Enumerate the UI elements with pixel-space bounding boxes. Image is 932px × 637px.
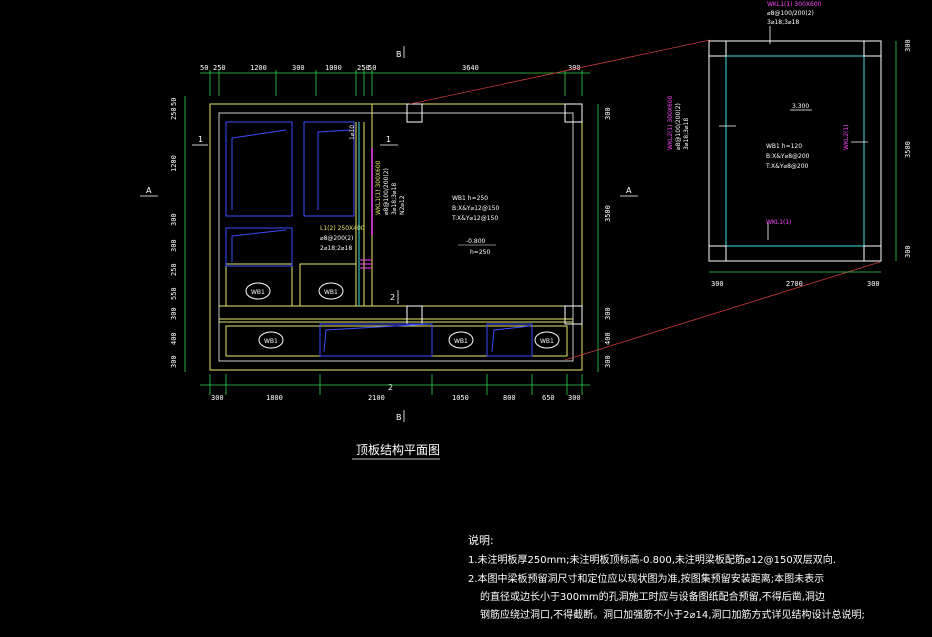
section-mark-2-mid: 2 — [390, 293, 395, 302]
note-4: 钢筋应绕过洞口,不得截断。洞口加强筋不小于2⌀14,洞口加筋方式详见结构设计总说… — [480, 610, 865, 621]
dim-bottom: 1800 — [266, 394, 283, 402]
detail-top-beam-stirrup: ⌀8@100/200(2) — [767, 10, 814, 17]
note-3: 的直径或边长小于300mm的孔洞施工时应与设备图纸配合预留,不得后凿,洞边 — [480, 592, 825, 603]
detail-top-beam-label: WKL1(1) 300X600 — [767, 1, 822, 8]
detail-plan — [708, 26, 897, 273]
dim-bottom: 800 — [503, 394, 516, 402]
detail-bottom-beam-label: WKL1(1) — [766, 219, 792, 226]
slab-elevation: -0.800 — [466, 238, 486, 245]
cyan-beams — [358, 122, 373, 306]
section-mark-b-top: B — [396, 50, 402, 59]
dim-left: 300 — [170, 355, 178, 368]
wb1-label: WB1 — [264, 338, 278, 345]
dim-left: 300 — [170, 239, 178, 252]
dim-left: 250 — [170, 263, 178, 276]
openings — [225, 121, 533, 357]
detail-left-beam-stirrup: ⌀8@100/200(2) — [675, 103, 682, 150]
section-mark-2-bottom: 2 — [388, 383, 393, 392]
dim-top: 300 — [568, 64, 581, 72]
slab-name: WB1 h=250 — [452, 195, 488, 202]
section-mark-a-right: A — [626, 186, 632, 195]
dim-left: 550 — [170, 287, 178, 300]
beam-l1-label: L1(2) 250X400 — [320, 225, 365, 232]
note-2: 2.本图中梁板预留洞尺寸和定位应以现状图为准,按图集预留安装距离;本图未表示 — [468, 574, 825, 585]
dim-right: 300 — [604, 107, 612, 120]
dim-left: 400 — [170, 332, 178, 345]
detail-slab-name: WB1 h=120 — [766, 143, 802, 150]
wb1-label: WB1 — [454, 338, 468, 345]
dim-top: 50 — [368, 64, 376, 72]
dim-top: 250 — [213, 64, 226, 72]
section-mark-b-bottom: B — [396, 413, 402, 422]
beam-l1-stirrup: ⌀8@200(2) — [320, 235, 353, 242]
beam-wkl1-side: N2⌀12 — [399, 195, 406, 215]
detail-dim-right: 300 — [904, 39, 912, 52]
beam-l1-rebar: 2⌀18;2⌀18 — [320, 245, 352, 252]
detail-dim-bottom: 2700 — [786, 280, 803, 288]
detail-left-beam-rebar: 3⌀18;3⌀18 — [683, 118, 690, 150]
plan-outline — [209, 103, 583, 371]
dim-top: 300 — [292, 64, 305, 72]
note-1: 1.未注明板厚250mm;未注明板顶标高-0.800,未注明梁板配筋⌀12@15… — [468, 555, 836, 566]
dim-bottom: 650 — [542, 394, 555, 402]
section-mark-1-left: 1 — [198, 135, 203, 144]
slab-top-rebar: T:X&Y⌀12@150 — [451, 215, 498, 222]
wb1-label: WB1 — [251, 289, 265, 296]
drawing-title: 顶板结构平面图 — [356, 443, 441, 457]
detail-dim-right: 300 — [904, 245, 912, 258]
notes-heading: 说明: — [468, 534, 494, 547]
dim-bottom: 300 — [211, 394, 224, 402]
wb1-label: WB1 — [324, 289, 338, 296]
detail-dim-bottom: 300 — [867, 280, 880, 288]
dim-top: 1000 — [325, 64, 342, 72]
detail-slab-top: T:X&Y⌀8@200 — [765, 163, 809, 170]
dim-top: 50 — [200, 64, 208, 72]
dim-left: 300 — [170, 213, 178, 226]
beam-wkl1-rebar: 3⌀18;3⌀18 — [391, 183, 398, 215]
dim-right: 3500 — [604, 205, 612, 222]
detail-top-beam-rebar: 3⌀18;3⌀18 — [767, 19, 799, 26]
dim-top: 250 — [357, 64, 370, 72]
leader-lines — [409, 39, 881, 361]
dim-right: 300 — [604, 307, 612, 320]
section-mark-a-left: A — [146, 186, 152, 195]
wb1-label: WB1 — [540, 338, 554, 345]
dim-left: 300 — [170, 307, 178, 320]
slab-thickness: h=250 — [470, 249, 490, 256]
detail-right-beam-label: WKL2(1) — [843, 124, 850, 150]
detail-dim-right: 3500 — [904, 141, 912, 158]
detail-dim-bottom: 300 — [711, 280, 724, 288]
dim-right: 400 — [604, 332, 612, 345]
beam-wkl1-stirrup: ⌀8@100/200(2) — [383, 168, 390, 215]
small-rebar-label: 1⌀10 — [349, 125, 356, 140]
detail-slab-bottom: B:X&Y⌀8@200 — [766, 153, 810, 160]
dim-bottom: 300 — [568, 394, 581, 402]
dim-left: 1200 — [170, 155, 178, 172]
dim-bottom: 1050 — [452, 394, 469, 402]
beam-wkl1-label: WKL1(1) 300X600 — [375, 160, 382, 215]
wb1-tags — [245, 282, 560, 349]
dim-left: 250 — [170, 107, 178, 120]
dim-bottom: 2100 — [368, 394, 385, 402]
dim-top: 3640 — [462, 64, 479, 72]
detail-elevation: 3.300 — [792, 103, 809, 110]
slab-bottom-rebar: B:X&Y⌀12@150 — [452, 205, 499, 212]
detail-left-beam-label: WKL2(1) 300X600 — [667, 95, 674, 150]
dim-left: 50 — [170, 98, 178, 106]
dim-top: 1200 — [250, 64, 267, 72]
section-mark-1-mid: 1 — [386, 135, 391, 144]
dim-right: 300 — [604, 355, 612, 368]
dimension-lines — [184, 70, 599, 395]
